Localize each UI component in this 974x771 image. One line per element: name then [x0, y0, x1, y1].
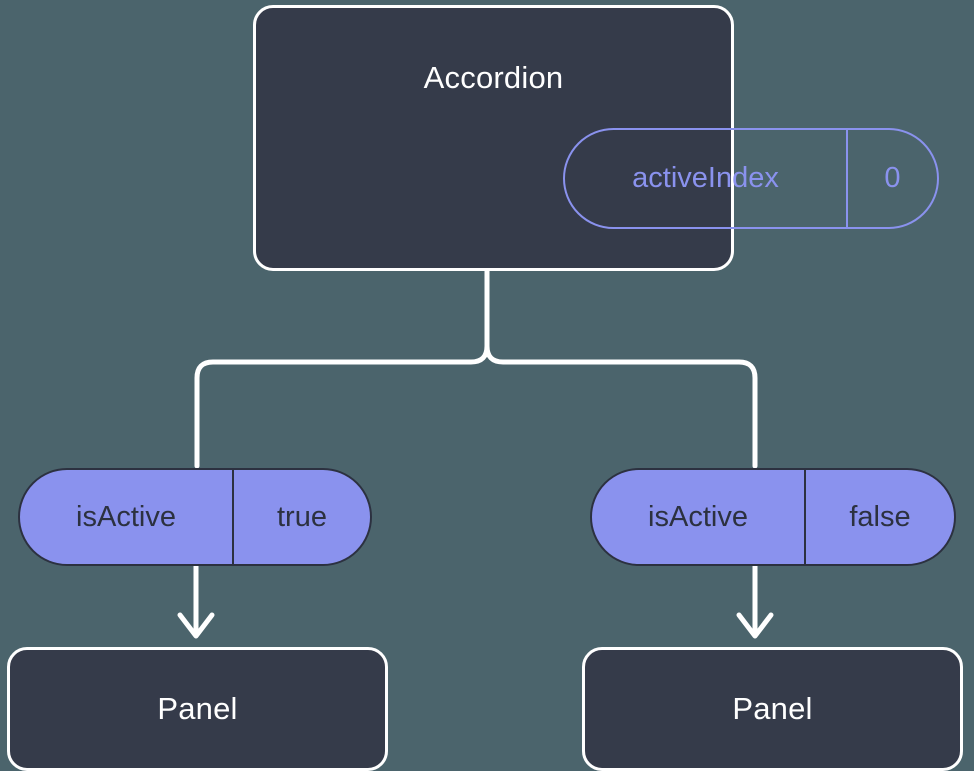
- prop-value-cell: false: [806, 470, 954, 564]
- prop-pill-is-active-true[interactable]: isActive true: [18, 468, 372, 566]
- accordion-node[interactable]: Accordion activeIndex 0: [253, 5, 939, 271]
- fork-connector-left: [194, 343, 490, 469]
- arrow-head-right: [736, 612, 774, 639]
- prop-pill-is-active-false[interactable]: isActive false: [590, 468, 956, 566]
- prop-key-label: isActive: [648, 500, 748, 533]
- panel-node-left[interactable]: Panel: [7, 647, 388, 771]
- accordion-title: Accordion: [423, 60, 564, 95]
- prop-value-label: false: [849, 500, 911, 533]
- state-key-label: activeIndex: [632, 162, 779, 194]
- prop-value-label: true: [277, 500, 327, 533]
- arrow-head-left: [177, 612, 215, 639]
- prop-key-label: isActive: [76, 500, 176, 533]
- state-value-cell: 0: [848, 130, 937, 227]
- fork-connector: [484, 268, 758, 469]
- active-index-state-pill[interactable]: activeIndex 0: [563, 128, 939, 229]
- panel-title: Panel: [157, 691, 238, 726]
- panel-node-right[interactable]: Panel: [582, 647, 963, 771]
- state-key-cell: activeIndex: [565, 130, 848, 227]
- prop-key-cell: isActive: [20, 470, 234, 564]
- prop-value-cell: true: [234, 470, 370, 564]
- state-value-label: 0: [884, 162, 901, 194]
- prop-key-cell: isActive: [592, 470, 806, 564]
- panel-title: Panel: [732, 691, 813, 726]
